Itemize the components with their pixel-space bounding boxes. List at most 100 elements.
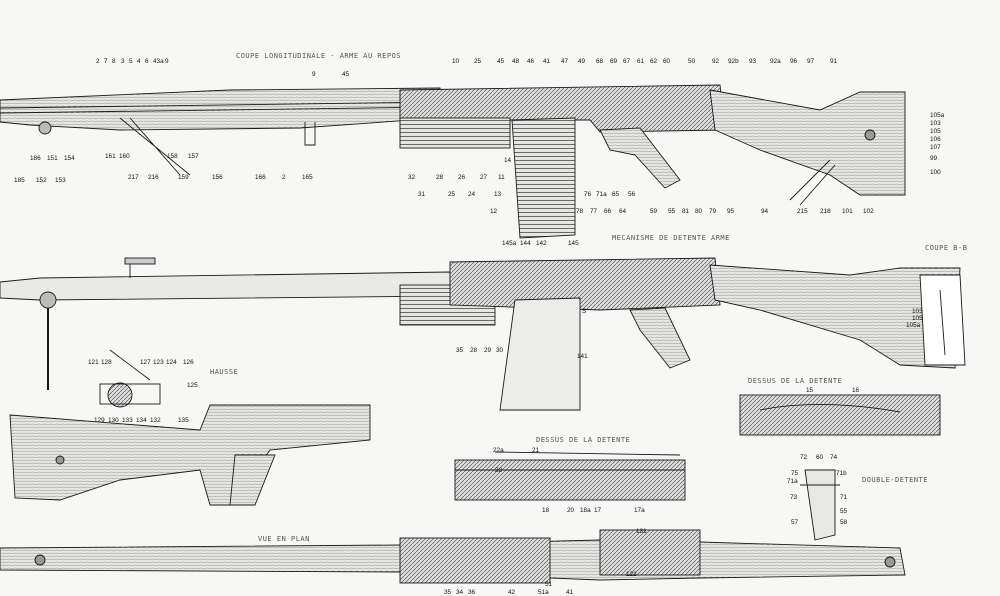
- part-label: 105: [930, 128, 941, 135]
- part-label: 107: [930, 144, 941, 151]
- caption-inset-right: COUPE B-B: [925, 244, 968, 252]
- part-label: 96: [790, 58, 798, 65]
- trigger-detail-view: [800, 469, 840, 541]
- part-label: 161: [105, 153, 116, 160]
- part-label: 55: [840, 508, 848, 515]
- part-label: 59: [650, 208, 658, 215]
- part-label: 122: [626, 571, 637, 578]
- part-label: 26: [458, 174, 466, 181]
- part-label: 36: [468, 589, 476, 596]
- part-label: 78: [576, 208, 584, 215]
- part-label: 48: [512, 58, 520, 65]
- part-label: 100: [930, 169, 941, 176]
- part-label: 2: [282, 174, 286, 181]
- part-label: 74: [830, 454, 838, 461]
- part-label: 128: [101, 359, 112, 366]
- part-label: 22a: [493, 447, 504, 454]
- part-label: 41: [566, 589, 574, 596]
- part-label: 12: [490, 208, 498, 215]
- part-label: 145a: [502, 240, 517, 247]
- part-label: 20: [567, 507, 575, 514]
- part-label: 166: [255, 174, 266, 181]
- part-label: 65: [612, 191, 620, 198]
- part-label: 94: [761, 208, 769, 215]
- part-label: 215: [797, 208, 808, 215]
- part-label: 77: [590, 208, 598, 215]
- part-label: 129: [94, 417, 105, 424]
- part-label: 71a: [596, 191, 607, 198]
- part-label: 151: [47, 155, 58, 162]
- part-label: 159: [178, 174, 189, 181]
- part-label: 125: [187, 382, 198, 389]
- part-label: 75: [791, 470, 799, 477]
- part-label: 156: [212, 174, 223, 181]
- part-label: 35: [444, 589, 452, 596]
- main-section-view: [0, 84, 906, 239]
- part-label: 185: [14, 177, 25, 184]
- part-label: 4: [137, 58, 141, 65]
- part-label: 71b: [836, 470, 847, 477]
- part-label: 157: [188, 153, 199, 160]
- part-label: 35: [456, 347, 464, 354]
- part-label: 41: [543, 58, 551, 65]
- part-label: 6: [145, 58, 149, 65]
- part-label: 22: [495, 467, 503, 474]
- part-label: 5: [129, 58, 133, 65]
- caption-carrier-top: DESSUS DE LA DETENTE: [748, 377, 843, 385]
- part-label: 72: [800, 454, 808, 461]
- part-label: 71: [840, 494, 848, 501]
- part-label: 71a: [787, 478, 798, 485]
- part-label: 45: [342, 71, 350, 78]
- caption-trigger-group: DOUBLE-DETENTE: [862, 476, 929, 484]
- part-label: 13: [494, 191, 502, 198]
- part-label: 60: [816, 454, 824, 461]
- part-label: 80: [695, 208, 703, 215]
- part-label: 130: [108, 417, 119, 424]
- part-label: 64: [619, 208, 627, 215]
- caption-mid-section: MECANISME DE DETENTE ARME: [612, 234, 730, 242]
- part-label: 218: [820, 208, 831, 215]
- part-label: 17: [594, 507, 602, 514]
- part-label: 76: [584, 191, 592, 198]
- part-label: 66: [604, 208, 612, 215]
- part-label: 28: [470, 347, 478, 354]
- part-label: 92a: [770, 58, 781, 65]
- part-label: 103: [930, 120, 941, 127]
- part-label: 57: [791, 519, 799, 526]
- part-label: 43a: [153, 58, 164, 65]
- part-label: 132: [150, 417, 161, 424]
- part-label: 165: [302, 174, 313, 181]
- part-label: 10: [452, 58, 460, 65]
- part-label: 16: [852, 387, 860, 394]
- part-label: 25: [474, 58, 482, 65]
- carrier-top-view: [739, 394, 941, 436]
- part-label: 92: [712, 58, 720, 65]
- part-label: 106: [930, 136, 941, 143]
- part-label: 45: [497, 58, 505, 65]
- part-label: 17a: [634, 507, 645, 514]
- part-label: 27: [480, 174, 488, 181]
- part-label: 186: [30, 155, 41, 162]
- part-label: 9: [312, 71, 316, 78]
- part-label: 95: [727, 208, 735, 215]
- part-label: 68: [596, 58, 604, 65]
- part-label: 97: [807, 58, 815, 65]
- part-label: 49: [578, 58, 586, 65]
- part-label: 9: [165, 58, 169, 65]
- part-label: 18: [542, 507, 550, 514]
- part-labels: 2 7 8 3 5 4 6 43a 9 10 25 45 48 46 41 47…: [14, 58, 945, 596]
- part-label: 144: [520, 240, 531, 247]
- part-label: 152: [36, 177, 47, 184]
- part-label: 42: [508, 589, 516, 596]
- part-label: 58: [840, 519, 848, 526]
- part-label: 32: [408, 174, 416, 181]
- part-label: 79: [709, 208, 717, 215]
- part-label: 92b: [728, 58, 739, 65]
- part-label: S: [582, 308, 586, 315]
- part-label: 131: [636, 528, 647, 535]
- part-label: 21: [532, 447, 540, 454]
- part-label: 3: [121, 58, 125, 65]
- part-label: 24: [468, 191, 476, 198]
